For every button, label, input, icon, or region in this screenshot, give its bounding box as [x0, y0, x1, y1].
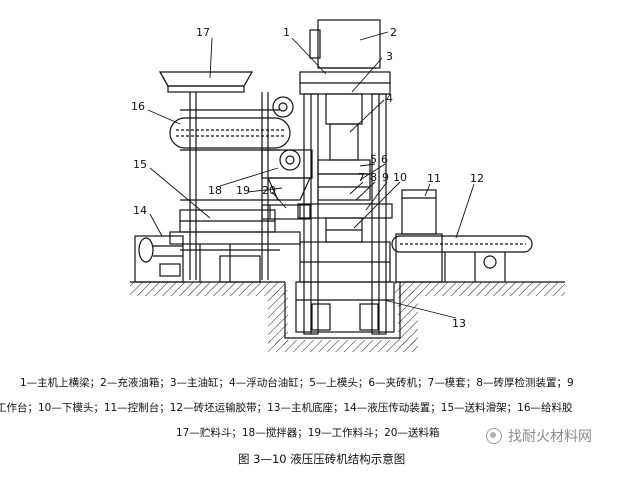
callout-16: 16: [131, 100, 145, 113]
callout-10: 10: [393, 171, 407, 184]
callout-2: 2: [390, 26, 397, 39]
figure-caption: 图 3—10 液压压砖机结构示意图: [238, 452, 406, 466]
hydraulic-drive-unit: [134, 235, 184, 283]
callout-13: 13: [452, 317, 466, 330]
legend-line-1: 1—主机上横梁；2—充液油箱；3—主油缸；4—浮动台油缸；5—上模头；6—夹砖机…: [20, 377, 574, 389]
callout-15: 15: [133, 158, 147, 171]
callout-20: 20: [262, 184, 276, 197]
callout-labels: 1 2 3 4 5 6 7 8 9 10 11 12 13 14 15 16 1…: [131, 26, 484, 330]
control-panel: [395, 189, 443, 283]
wechat-logo-icon: [486, 428, 502, 444]
callout-3: 3: [386, 50, 393, 63]
legend-line-3: 17—贮料斗；18—搅拌器；19—工作料斗；20—送料箱: [176, 427, 440, 439]
callout-17: 17: [196, 26, 210, 39]
callout-5: 5: [370, 153, 377, 166]
callout-7: 7: [358, 171, 365, 184]
legend-line-2: 工作台；10—下模头；11—控制台；12—砖坯运输胶带；13—主机底座；14—液…: [0, 402, 573, 414]
callout-1: 1: [283, 26, 290, 39]
feeding-slide: [169, 209, 301, 283]
main-press: [295, 19, 395, 335]
callout-18: 18: [208, 184, 222, 197]
callout-11: 11: [427, 172, 441, 185]
callout-8: 8: [370, 171, 377, 184]
callout-14: 14: [133, 204, 147, 217]
callout-4: 4: [386, 92, 393, 105]
press-structure-diagram: 1 2 3 4 5 6 7 8 9 10 11 12 13 14 15 16 1…: [130, 19, 565, 352]
leader-lines: [147, 31, 475, 319]
callout-19: 19: [236, 184, 250, 197]
brick-conveyor-belt: [391, 235, 533, 282]
mixer-and-hoppers: [261, 149, 313, 220]
callout-12: 12: [470, 172, 484, 185]
callout-6: 6: [381, 153, 388, 166]
callout-9: 9: [382, 171, 389, 184]
feed-belt: [169, 96, 294, 149]
watermark-text: 找耐火材料网: [508, 429, 592, 445]
watermark: 找耐火材料网: [486, 426, 592, 446]
ground-foundation: [130, 281, 565, 352]
